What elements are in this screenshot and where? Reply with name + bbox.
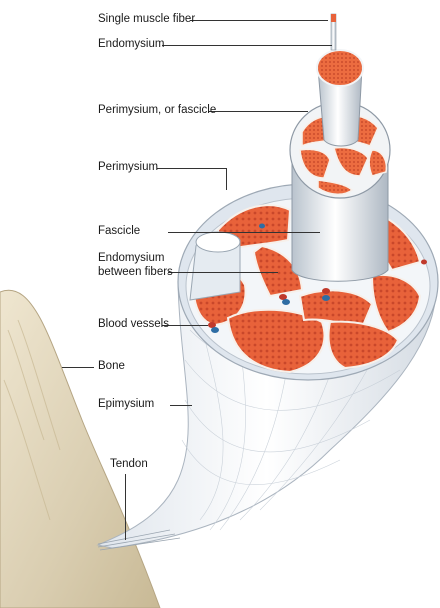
label-fascicle: Fascicle xyxy=(98,225,140,238)
label-epimysium: Epimysium xyxy=(98,398,154,411)
label-perimysium: Perimysium xyxy=(98,161,158,174)
label-tendon: Tendon xyxy=(110,458,148,471)
label-blood-vessels: Blood vessels xyxy=(98,318,169,331)
label-single-muscle-fiber: Single muscle fiber xyxy=(98,13,195,26)
label-bone: Bone xyxy=(98,360,125,373)
bone-shape xyxy=(0,290,160,608)
label-endomysium-between-fibers-line1: Endomysium xyxy=(98,252,164,265)
label-perimysium-or-fascicle: Perimysium, or fascicle xyxy=(98,104,216,117)
label-endomysium: Endomysium xyxy=(98,38,164,51)
label-endomysium-between-fibers-line2: between fibers xyxy=(98,266,173,279)
